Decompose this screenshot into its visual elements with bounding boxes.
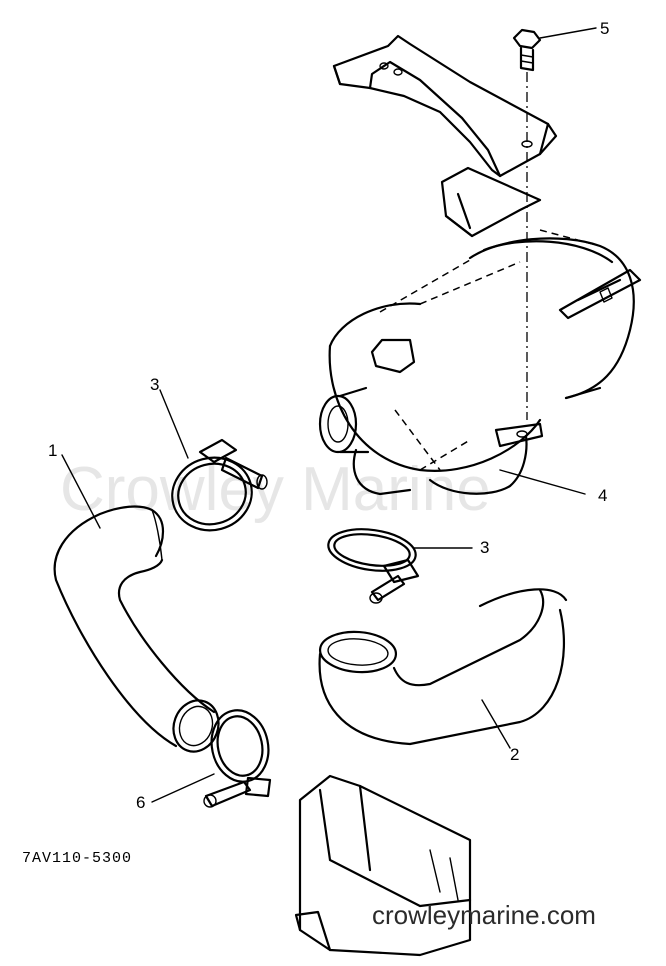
hose-1: [53, 505, 220, 753]
callout-2: 2: [510, 745, 519, 764]
upper-bracket: [332, 34, 558, 178]
callout-3-middle: 3: [480, 538, 489, 557]
callout-4: 4: [598, 486, 607, 505]
lower-band-4: [428, 422, 544, 495]
bolt-5: [512, 28, 542, 72]
site-url: crowleymarine.com: [372, 900, 596, 930]
hose-2: [318, 588, 568, 746]
support-bracket: [440, 166, 542, 238]
callout-1: 1: [48, 441, 57, 460]
silencer-inlet: [318, 386, 412, 496]
callout-6: 6: [136, 793, 145, 812]
air-silencer: [328, 229, 642, 472]
watermark-text: Crowley Marine: [60, 455, 491, 524]
clamp-3-upper: [171, 438, 268, 532]
intake-manifold: [294, 774, 472, 957]
clamp-6: [203, 709, 272, 808]
callout-5: 5: [600, 19, 609, 38]
clamp-3-middle: [327, 528, 420, 604]
callout-3-upper: 3: [150, 375, 159, 394]
leader-lines: [61, 27, 597, 803]
drawing-number: 7AV110-5300: [22, 850, 132, 867]
